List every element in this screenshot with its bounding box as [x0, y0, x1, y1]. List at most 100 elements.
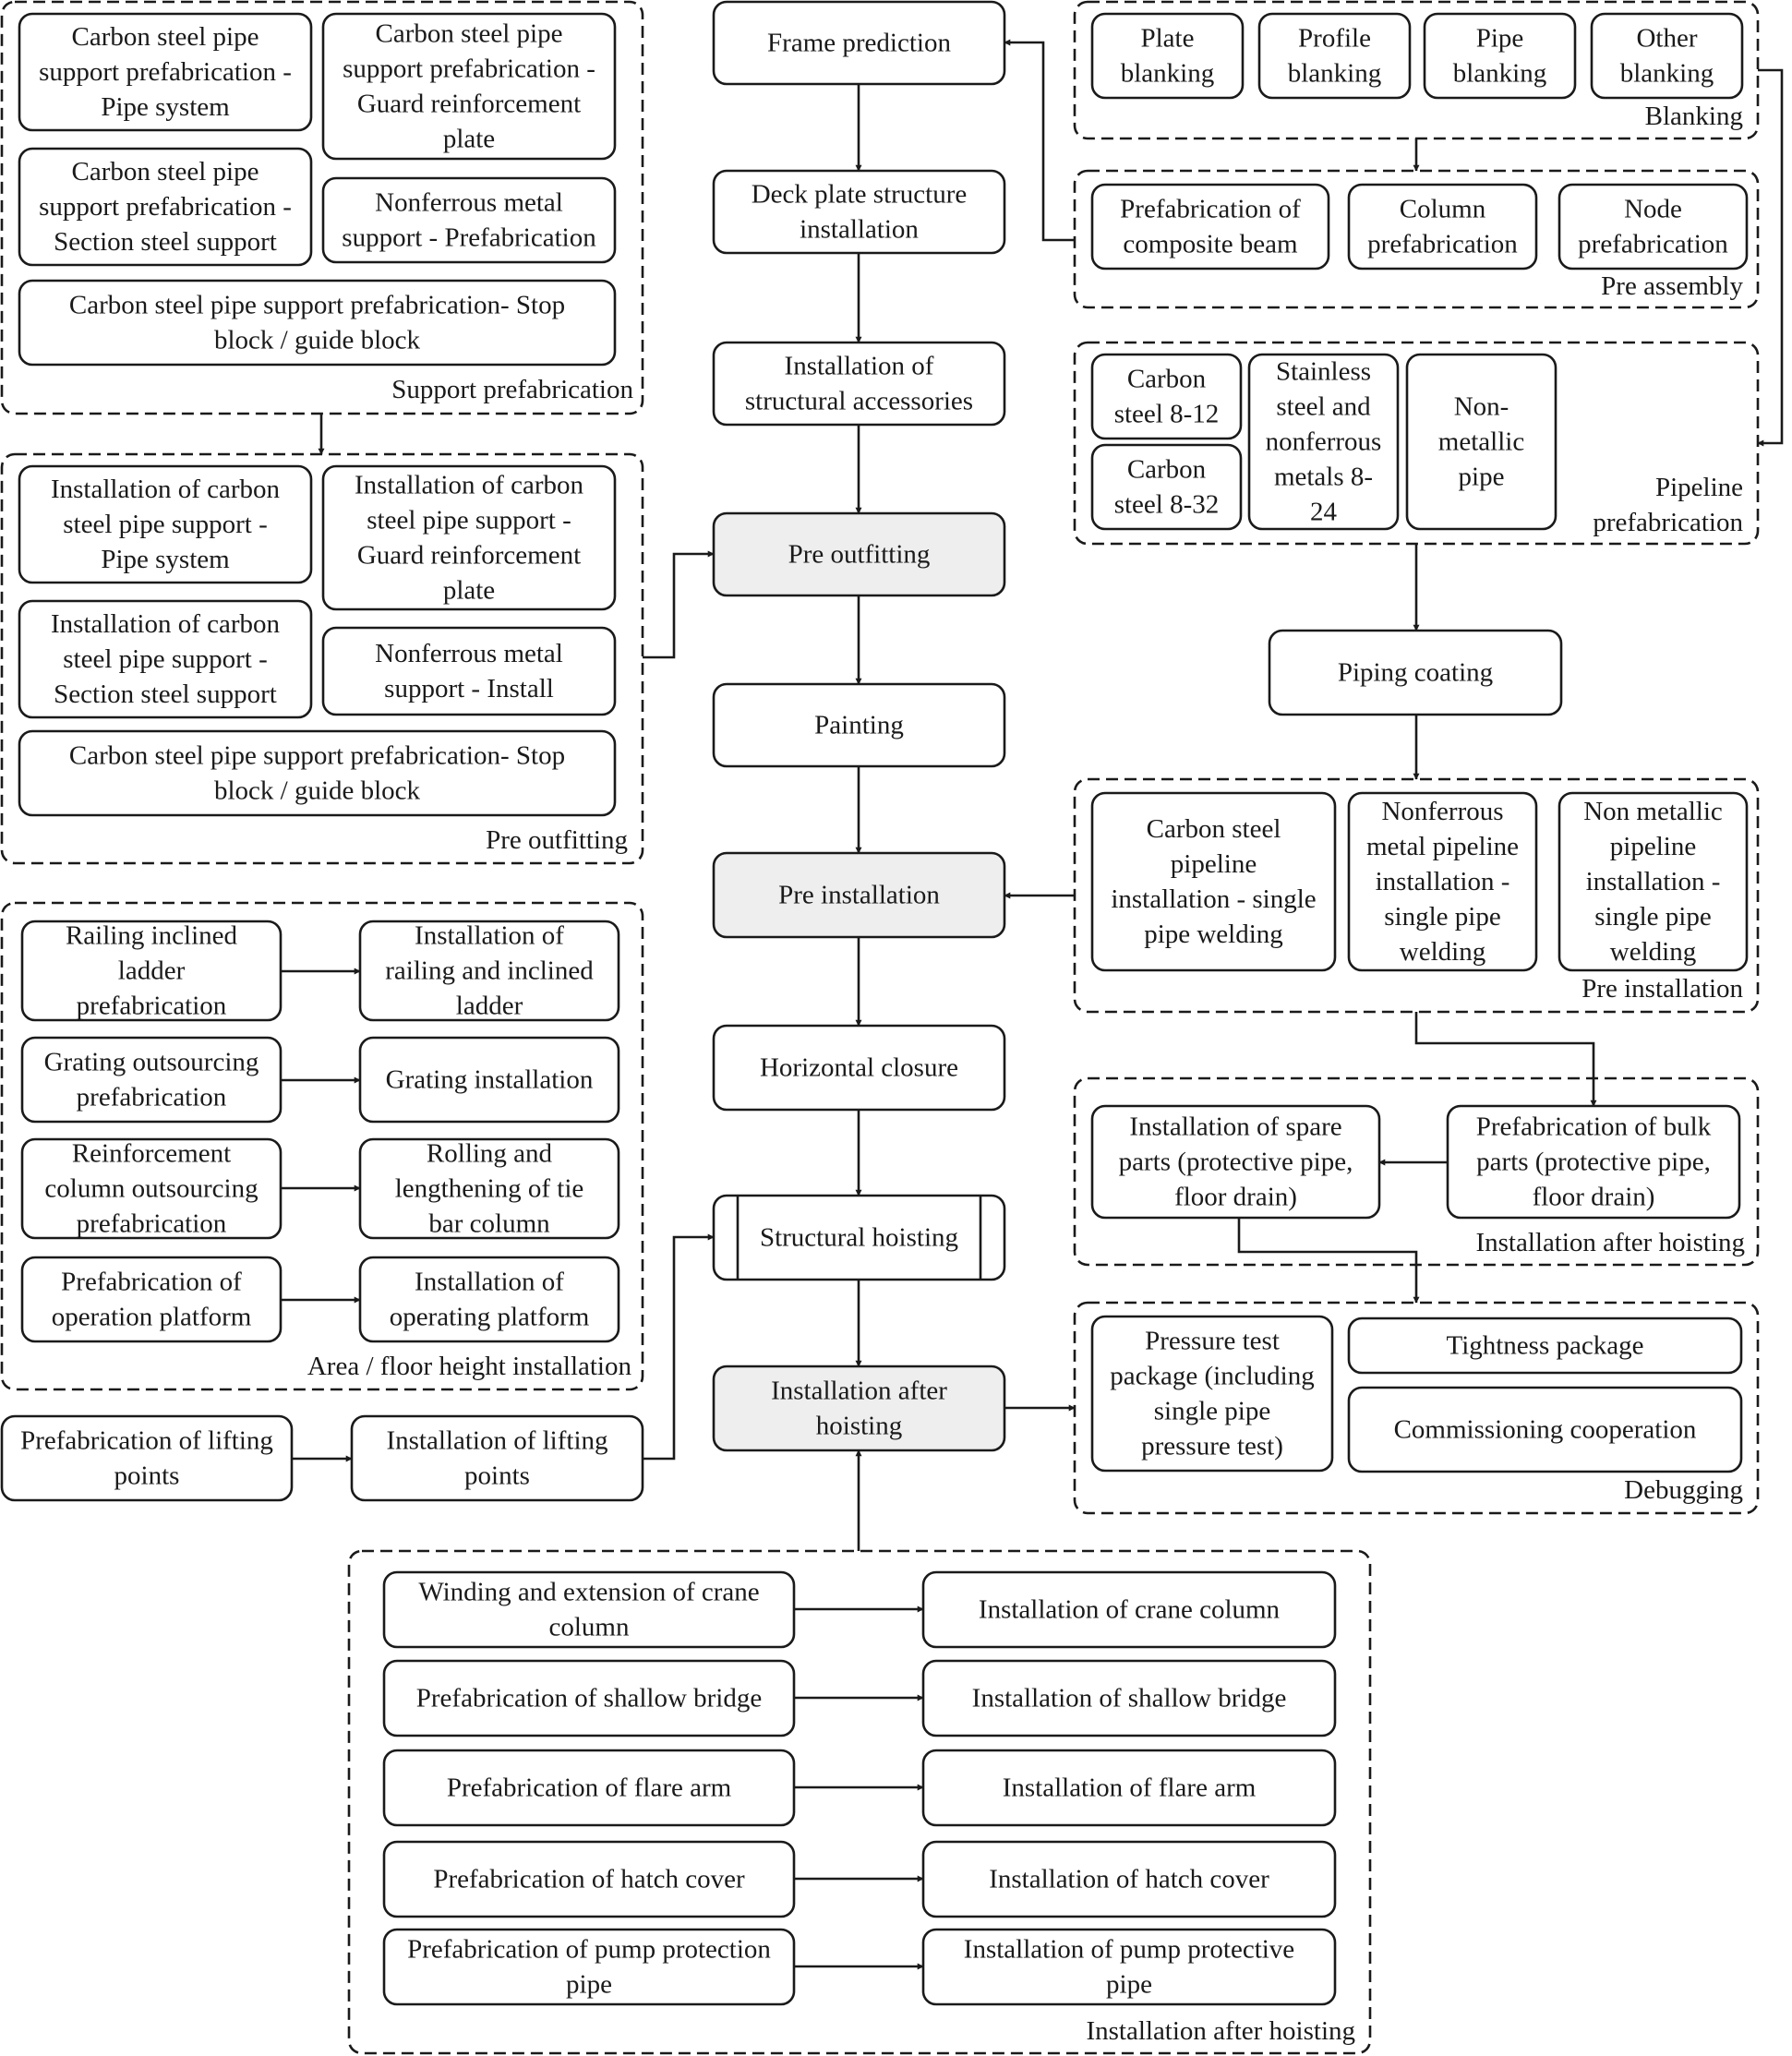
po-pipe-system-box-label-line-1: Installation of carbon [51, 475, 281, 504]
sp-nonferrous-box-shape [321, 176, 617, 264]
group-pre-assembly-title: Pre assembly [1601, 271, 1743, 301]
tightness-package-box [1347, 1317, 1743, 1375]
group-pipeline-prefabrication-title-line-2: prefabrication [1593, 508, 1743, 537]
bulk-parts-box-label-line-2: parts (protective pipe, [1476, 1148, 1711, 1177]
group-installation-after-hoisting-bottom-title: Installation after hoisting [1086, 2016, 1355, 2046]
profile-blanking-box-label-line-1: Profile [1298, 24, 1371, 54]
sp-section-steel-box-shape [18, 147, 313, 267]
flare-prefab-box-label: Prefabrication of flare arm [447, 1773, 732, 1803]
nonferrous-pipeline-box-label-line-1: Nonferrous [1381, 797, 1503, 826]
arrow-lifting-to-structural-hoisting [643, 1233, 715, 1461]
commissioning-box [1347, 1386, 1743, 1473]
column-prefab-right-box [1347, 183, 1538, 271]
column-prefab-right-box-shape [1347, 183, 1538, 271]
lifting-install-box-label-line-1: Installation of lifting [386, 1426, 607, 1456]
arrow-blanking-to-pipeline [1757, 68, 1784, 447]
sp-guard-plate-box-label-line-4: plate [443, 125, 495, 154]
node-prefab-box [1557, 183, 1749, 271]
po-nonferrous-box [321, 626, 617, 716]
stainless-steel-box-label-line-3: nonferrous [1266, 427, 1382, 457]
stainless-steel-box-label-line-4: metals 8- [1274, 463, 1373, 492]
stainless-steel-box-label-line-5: 24 [1310, 498, 1338, 527]
deck-plate-box-label-line-2: installation [800, 215, 919, 245]
nonferrous-pipeline-box-label-line-2: metal pipeline [1366, 832, 1519, 861]
crane-prefab-box-label-line-2: column [549, 1613, 630, 1642]
tightness-package-box-shape [1347, 1317, 1743, 1375]
po-pipe-system-box-label-line-3: Pipe system [101, 545, 230, 574]
arrow-spare-parts-to-debugging [1237, 1218, 1420, 1304]
flare-install-box-label: Installation of flare arm [1003, 1773, 1257, 1803]
carbon-steel-8-12-box-shape [1090, 353, 1243, 440]
spare-parts-box-label-line-1: Installation of spare [1129, 1112, 1341, 1142]
po-section-steel-box-label-line-3: Section steel support [54, 679, 277, 709]
non-metallic-pipeline-box-label-line-1: Non metallic [1583, 797, 1723, 826]
po-guard-plate-box-label-line-1: Installation of carbon [355, 471, 584, 500]
lifting-prefab-box-label-line-1: Prefabrication of lifting [20, 1426, 273, 1456]
railing-prefab-box-label-line-1: Railing inclined [66, 921, 238, 951]
horizontal-closure-box-label: Horizontal closure [760, 1053, 958, 1083]
sp-stop-block-box [18, 279, 617, 367]
crane-install-box-label: Installation of crane column [979, 1595, 1281, 1625]
po-stop-block-box-label-line-1: Carbon steel pipe support prefabrication… [69, 741, 565, 771]
connectors [281, 39, 1784, 1970]
composite-beam-box [1090, 183, 1330, 271]
non-metallic-pipe-box-label-line-3: pipe [1459, 463, 1505, 492]
bulk-parts-box-label-line-1: Prefabrication of bulk [1476, 1112, 1712, 1142]
hatch-install-box-label: Installation of hatch cover [989, 1865, 1269, 1894]
pipe-blanking-box-label-line-2: blanking [1453, 59, 1547, 89]
group-support-prefabrication-title: Support prefabrication [391, 375, 633, 404]
po-section-steel-box-label-line-2: steel pipe support - [63, 644, 267, 674]
bulk-parts-box-label-line-3: floor drain) [1533, 1183, 1655, 1212]
group-pre-outfitting-title: Pre outfitting [486, 825, 628, 855]
profile-blanking-box [1257, 12, 1412, 100]
hatch-prefab-box-label: Prefabrication of hatch cover [433, 1865, 745, 1894]
sp-guard-plate-box-shape [321, 12, 617, 161]
group-area-floor-height-title: Area / floor height installation [307, 1352, 632, 1381]
sp-guard-plate-box-label-line-3: Guard reinforcement [357, 90, 581, 119]
po-pipe-system-box [18, 464, 313, 584]
po-stop-block-box [18, 729, 617, 817]
carbon-steel-8-12-box-label-line-2: steel 8-12 [1114, 400, 1220, 429]
node-prefab-box-label-line-1: Node [1624, 195, 1682, 224]
group-pre-installation-title: Pre installation [1582, 974, 1743, 1004]
spare-parts-box-label-line-3: floor drain) [1174, 1183, 1297, 1212]
pressure-test-box-label-line-2: package (including [1110, 1362, 1314, 1391]
carbon-steel-8-12-box [1090, 353, 1243, 440]
profile-blanking-box-shape [1257, 12, 1412, 100]
platform-install-box-label-line-1: Installation of [415, 1268, 564, 1297]
sp-section-steel-box [18, 147, 313, 267]
column-install-box-label-line-3: bar column [428, 1209, 550, 1239]
grating-install-box-label: Grating installation [386, 1065, 594, 1095]
non-metallic-pipeline-box-label-line-4: single pipe [1594, 902, 1711, 932]
plate-blanking-box-label-line-2: blanking [1121, 59, 1215, 89]
other-blanking-box [1590, 12, 1744, 100]
sp-nonferrous-box-label-line-1: Nonferrous metal [375, 188, 563, 218]
railing-install-box-label-line-3: ladder [456, 992, 523, 1021]
column-prefab-right-box-label-line-1: Column [1400, 195, 1486, 224]
tightness-package-box-label: Tightness package [1447, 1331, 1644, 1361]
pump-prefab-box-label-line-2: pipe [566, 1970, 612, 2000]
structural-hoisting-box-label: Structural hoisting [760, 1223, 958, 1253]
non-metallic-pipe-box-label-line-2: metallic [1438, 427, 1524, 457]
group-debugging-title: Debugging [1624, 1475, 1743, 1505]
non-metallic-pipeline-box [1557, 791, 1749, 972]
sp-stop-block-box-label-line-1: Carbon steel pipe support prefabrication… [69, 291, 565, 320]
sp-pipe-system-box-label-line-3: Pipe system [101, 92, 230, 122]
pre-outfitting-box-label: Pre outfitting [788, 540, 931, 570]
other-blanking-box-shape [1590, 12, 1744, 100]
nonferrous-pipeline-box-label-line-3: installation - [1376, 867, 1510, 896]
po-nonferrous-box-shape [321, 626, 617, 716]
group-blanking-title: Blanking [1645, 102, 1743, 131]
po-stop-block-box-label-line-2: block / guide block [214, 776, 421, 806]
installation-after-hoisting-box-label-line-2: hoisting [816, 1412, 902, 1441]
stainless-steel-box-shape [1247, 353, 1400, 531]
po-guard-plate-box-label-line-3: Guard reinforcement [357, 541, 581, 571]
carbon-pipeline-box-label-line-1: Carbon steel [1147, 814, 1281, 844]
carbon-steel-8-12-box-label-line-1: Carbon [1127, 365, 1207, 394]
frame-prediction-box-label: Frame prediction [767, 29, 951, 58]
carbon-pipeline-box [1090, 791, 1337, 972]
crane-prefab-box-label-line-1: Winding and extension of crane [418, 1578, 759, 1607]
carbon-steel-8-32-box-label-line-2: steel 8-32 [1114, 490, 1220, 520]
